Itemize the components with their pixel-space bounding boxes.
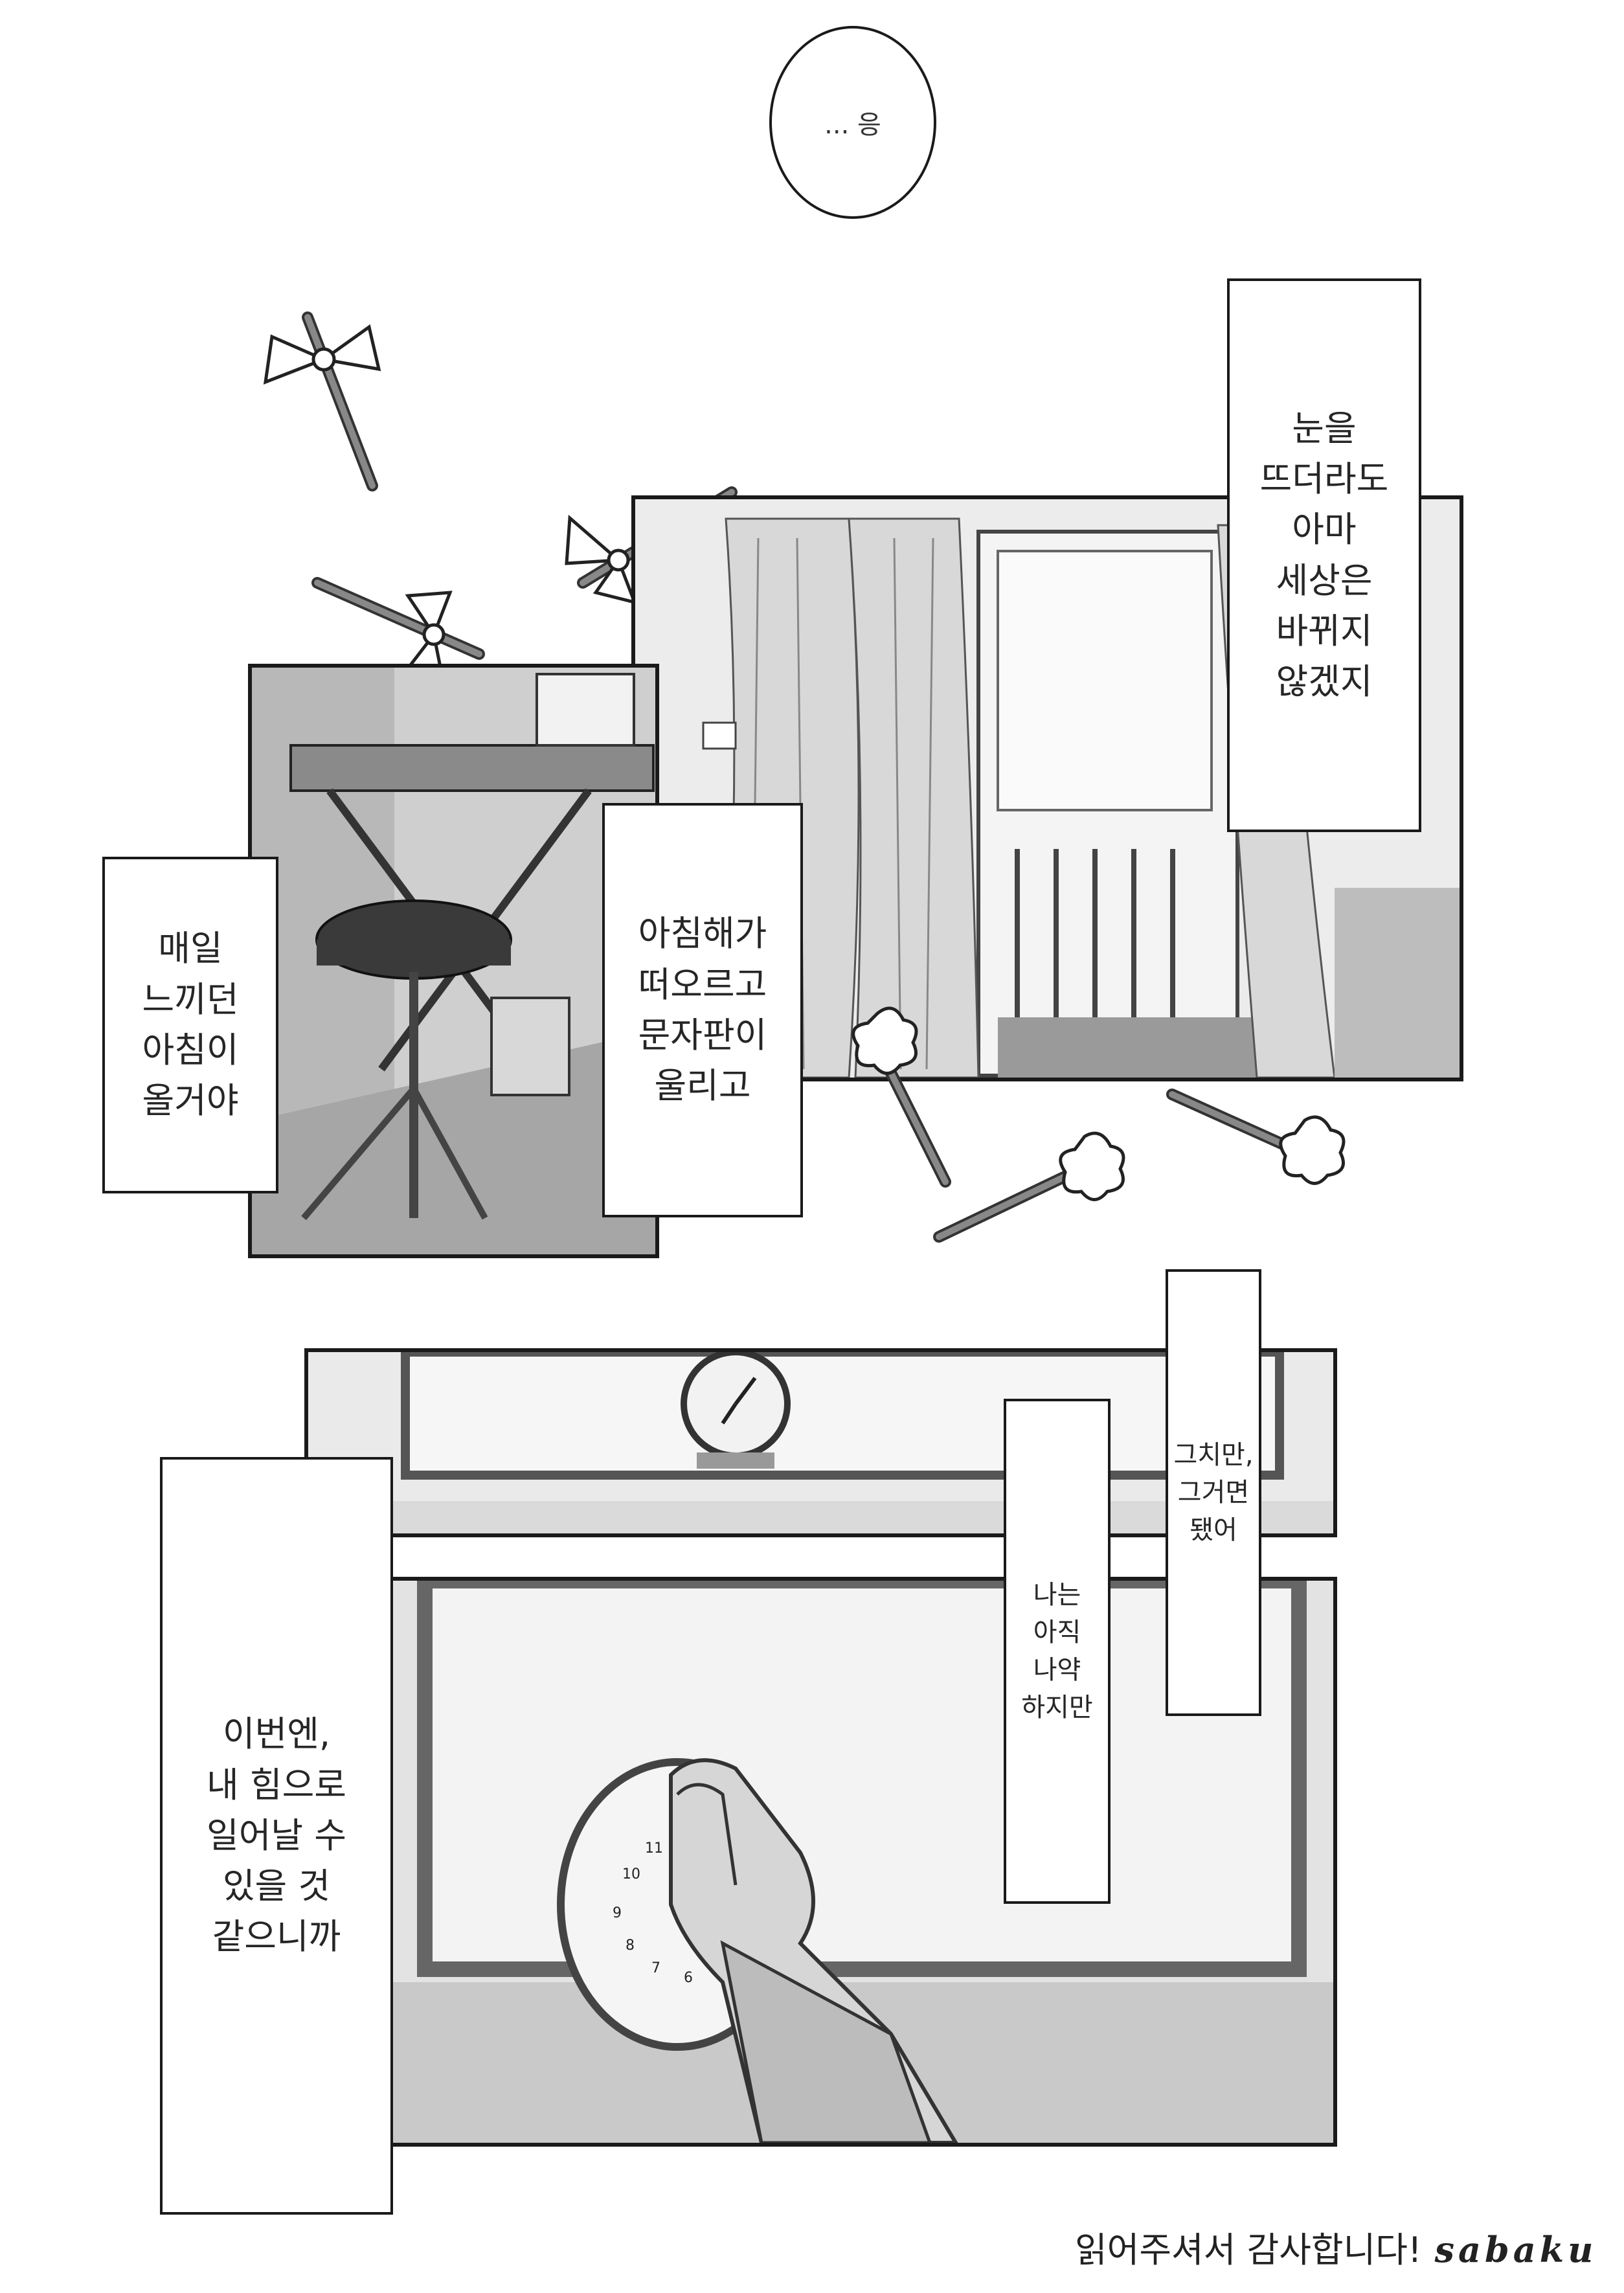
clock-number: 9: [613, 1905, 622, 1921]
speech-bubble: ... 응: [769, 26, 936, 219]
ribbon-wand-icon: [263, 311, 381, 491]
thanks-text: 읽어주셔서 감사합니다!: [1075, 2230, 1422, 2270]
panel-keyboard-stool: [248, 664, 659, 1258]
author-signature: sabaku: [1434, 2229, 1597, 2270]
caption-left-mid: 매일 느끼던 아침이 올거야: [102, 857, 278, 1193]
caption-top-right: 눈을 뜨더라도 아마 세상은 바뀌지 않겠지: [1227, 278, 1421, 832]
clock-number: 7: [651, 1960, 660, 1976]
caption-right-small-2: 그치만, 그거면 됐어: [1166, 1269, 1261, 1716]
caption-right-small-1: 나는 아직 나약 하지만: [1004, 1399, 1111, 1904]
flower-wand-icon: [1166, 1089, 1346, 1185]
panel-clock-shelf: [304, 1348, 1337, 1537]
clock-number: 11: [645, 1840, 663, 1857]
clock-number: 8: [626, 1937, 635, 1954]
caption-center-mid: 아침해가 떠오르고 문자판이 울리고: [602, 803, 803, 1217]
caption-left-bottom: 이번엔, 내 힘으로 일어날 수 있을 것 같으니까: [160, 1457, 393, 2215]
credit-line: 읽어주셔서 감사합니다! sabaku: [1075, 2221, 1597, 2272]
flower-wand-icon: [851, 1006, 951, 1188]
flower-wand-icon: [933, 1131, 1125, 1243]
speech-bubble-text: ... 응: [824, 110, 881, 140]
clock-number: 10: [622, 1866, 640, 1882]
clock-number: 6: [684, 1970, 693, 1986]
panel-hand-alarm-clock: 11 10 9 8 7 6: [304, 1577, 1337, 2147]
